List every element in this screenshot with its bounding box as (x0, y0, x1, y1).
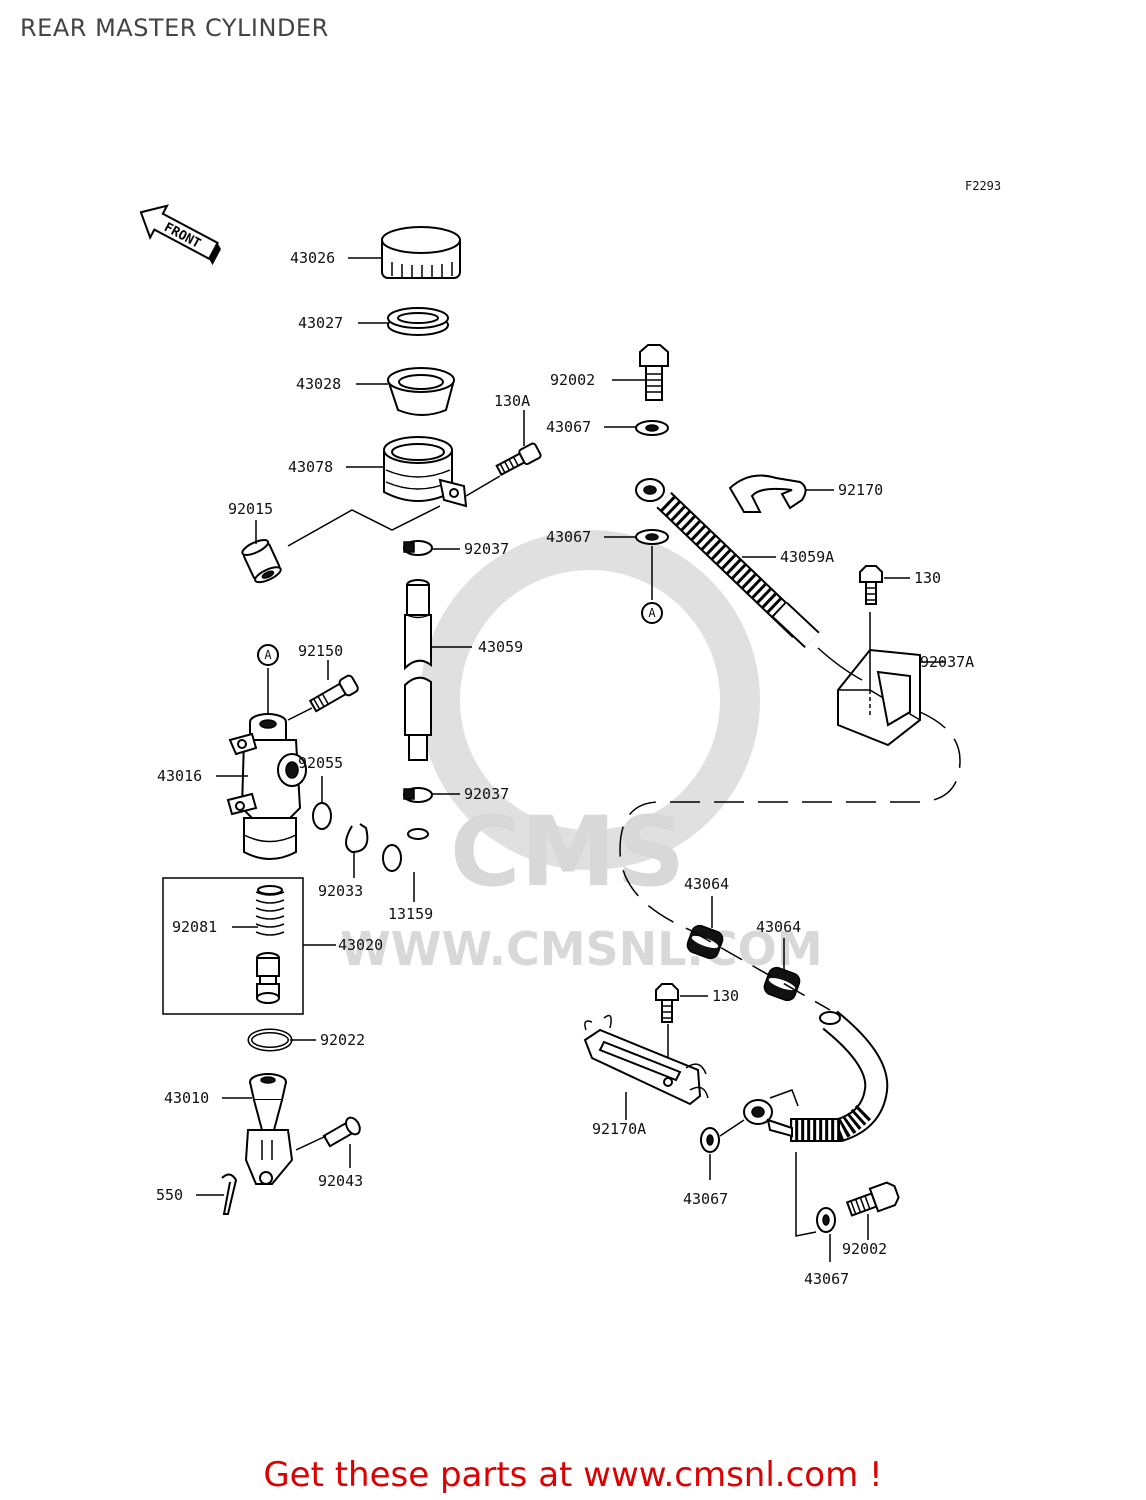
reservoir-body (383, 436, 468, 508)
watermark-mascot-shape (420, 530, 760, 870)
banjo-bolt-bottom (845, 1181, 900, 1217)
part-label-43010: 43010 (164, 1089, 209, 1107)
part-label-92015: 92015 (228, 500, 273, 518)
part-label-92037-top: 92037 (464, 540, 509, 558)
brake-hose-lower (790, 1010, 889, 1142)
part-label-13159: 13159 (388, 905, 433, 923)
brake-hose-corrugated (656, 492, 820, 649)
part-label-43064-right: 43064 (756, 918, 801, 936)
part-label-92150: 92150 (298, 642, 343, 660)
joint-pin-92043 (322, 1116, 361, 1148)
part-label-92055: 92055 (298, 754, 343, 772)
spring-92081 (255, 885, 285, 936)
part-label-43026: 43026 (290, 249, 335, 267)
part-label-43020: 43020 (338, 936, 383, 954)
connector-marker-hose: A (648, 606, 656, 620)
bolt-130A (495, 442, 542, 476)
page-title: REAR MASTER CYLINDER (20, 14, 329, 42)
banjo-fitting-top (635, 478, 665, 502)
master-cylinder-body (226, 713, 307, 860)
part-label-92022: 92022 (320, 1031, 365, 1049)
hose-bracket-92170A (583, 1014, 709, 1106)
reservoir-diaphragm (387, 367, 455, 416)
part-label-92043: 92043 (318, 1172, 363, 1190)
part-label-43078: 43078 (288, 458, 333, 476)
part-label-92002-bottom: 92002 (842, 1240, 887, 1258)
part-label-43067-lower: 43067 (546, 528, 591, 546)
hose-clamp-bottom (403, 787, 433, 803)
figure-code: F2293 (965, 179, 1001, 193)
hose-clip-92170 (728, 474, 807, 513)
circlip-92033 (345, 823, 369, 854)
reservoir-cap (381, 226, 461, 279)
part-label-92081: 92081 (172, 918, 217, 936)
watermark-url: WWW.CMSNL.COM (340, 922, 823, 976)
part-label-43064-left: 43064 (684, 875, 729, 893)
part-label-43028: 43028 (296, 375, 341, 393)
part-label-92170: 92170 (838, 481, 883, 499)
part-label-43067-upper: 43067 (546, 418, 591, 436)
bolt-130-bottom (655, 983, 679, 1023)
front-arrow-icon: FRONT (139, 204, 221, 266)
piston-assembly (256, 952, 280, 1004)
part-label-43067-bottom-left: 43067 (683, 1190, 728, 1208)
part-label-130A: 130A (494, 392, 530, 410)
hose-guide-92037A (837, 648, 921, 747)
grommet-92015 (241, 539, 282, 584)
copper-washer-upper (635, 420, 669, 436)
part-label-43059: 43059 (478, 638, 523, 656)
hose-clamp-top (403, 540, 433, 556)
cotter-pin-550 (221, 1173, 238, 1215)
part-label-43027: 43027 (298, 314, 343, 332)
bolt-130-right (859, 565, 883, 605)
reservoir-hose (404, 579, 432, 761)
part-label-92170A: 92170A (592, 1120, 646, 1138)
copper-washer-bottom-right (816, 1207, 836, 1233)
connector-marker-cylinder: A (264, 648, 272, 662)
copper-washer-bottom-left (700, 1127, 720, 1153)
part-label-92033: 92033 (318, 882, 363, 900)
watermark-brand: CMS (450, 796, 685, 908)
bleeder-valve-92150 (308, 674, 359, 713)
part-label-92002-top: 92002 (550, 371, 595, 389)
footer-cta[interactable]: Get these parts at www.cmsnl.com ! (263, 1455, 883, 1495)
push-rod-43010 (244, 1073, 294, 1185)
o-ring-92055 (312, 802, 332, 830)
part-label-92037A: 92037A (920, 653, 974, 671)
part-label-130-right: 130 (914, 569, 941, 587)
part-label-43059A: 43059A (780, 548, 834, 566)
watermark: CMS WWW.CMSNL.COM (340, 530, 823, 976)
part-label-92037-bottom: 92037 (464, 785, 509, 803)
piston-kit-box (162, 877, 304, 1015)
banjo-fitting-bottom (743, 1099, 793, 1138)
banjo-bolt-top (639, 344, 669, 401)
part-label-43016: 43016 (157, 767, 202, 785)
cap-plate (387, 307, 449, 336)
hose-elbow-fitting (382, 828, 429, 875)
part-label-43067-bottom-right: 43067 (804, 1270, 849, 1288)
part-label-550: 550 (156, 1186, 183, 1204)
circlip-92022 (247, 1028, 293, 1052)
copper-washer-lower (635, 529, 669, 545)
part-label-130-bottom: 130 (712, 987, 739, 1005)
